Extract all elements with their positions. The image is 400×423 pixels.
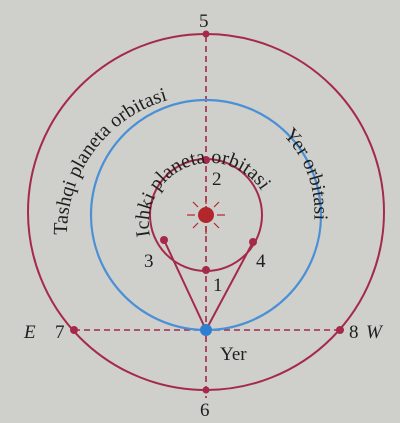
point-5-marker	[202, 30, 210, 38]
label-point-1: 1	[213, 275, 223, 296]
point-7-marker	[70, 326, 78, 334]
sightline-to-4	[205, 241, 254, 331]
label-west: W	[366, 322, 384, 343]
label-east: E	[23, 322, 36, 343]
point-6-marker	[202, 386, 210, 394]
point-3-marker	[160, 236, 168, 244]
label-point-2: 2	[212, 169, 222, 190]
label-point-8: 8	[349, 322, 359, 343]
sightline-to-3	[163, 239, 207, 331]
label-point-3: 3	[144, 251, 154, 272]
earth-marker	[200, 324, 212, 336]
point-2-marker	[202, 156, 210, 164]
point-8-marker	[336, 326, 344, 334]
point-4-marker	[249, 238, 257, 246]
label-point-7: 7	[55, 322, 65, 343]
sun-icon	[187, 196, 225, 234]
label-point-5: 5	[199, 11, 209, 32]
point-1-marker	[202, 266, 210, 274]
label-point-4: 4	[256, 251, 266, 272]
label-point-6: 6	[200, 400, 210, 421]
label-earth: Yer	[220, 344, 247, 365]
